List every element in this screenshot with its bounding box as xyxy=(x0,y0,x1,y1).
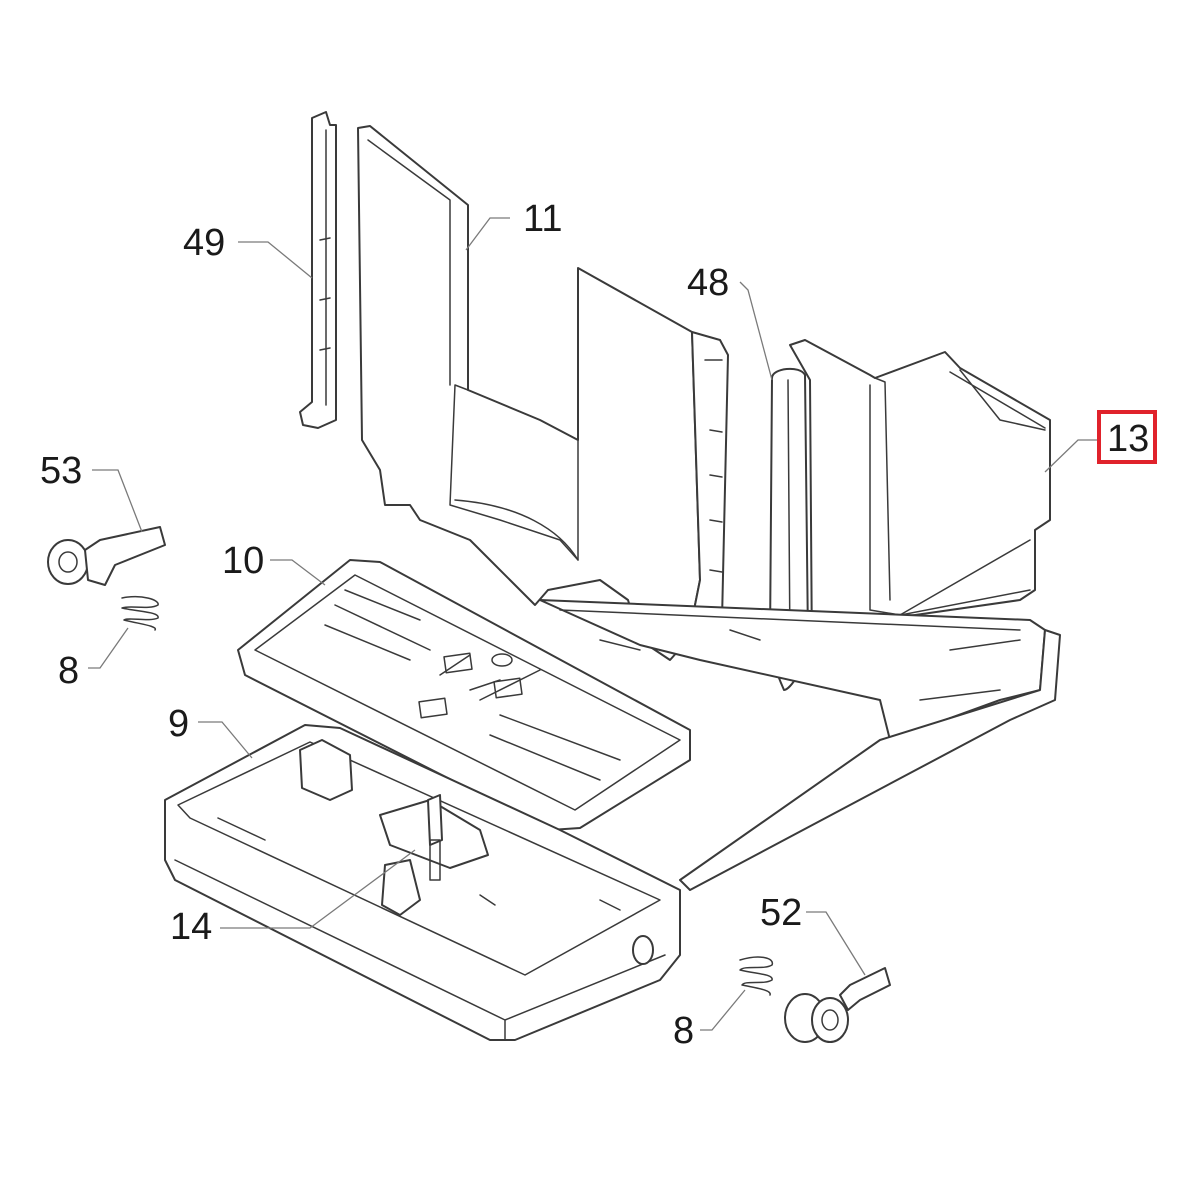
part-9-drip-tray xyxy=(164,724,681,1041)
part-52-caster xyxy=(784,967,891,1043)
part-11-back-panel xyxy=(357,125,729,661)
callout-48: 48 xyxy=(687,262,730,304)
callout-52: 52 xyxy=(760,892,803,934)
part-14-pin xyxy=(429,839,441,881)
callout-14: 14 xyxy=(170,906,213,948)
leader-13 xyxy=(1044,439,1097,473)
part-8-spring-left xyxy=(121,595,159,631)
callout-13: 13 xyxy=(1107,418,1150,460)
callout-49: 49 xyxy=(183,222,226,264)
leader-8a xyxy=(88,627,129,669)
callout-11: 11 xyxy=(523,198,563,240)
leader-49 xyxy=(238,241,313,279)
callout-53: 53 xyxy=(40,450,83,492)
part-10-drip-grid xyxy=(237,559,691,831)
leader-9 xyxy=(198,721,253,759)
leader-8b xyxy=(700,989,746,1031)
callout-9: 9 xyxy=(168,703,190,745)
part-8-spring-right xyxy=(739,956,774,996)
leader-lines xyxy=(88,217,1097,1031)
leader-10 xyxy=(270,559,326,586)
callout-10: 10 xyxy=(222,540,265,582)
part-49-rail xyxy=(299,111,337,429)
leader-48 xyxy=(739,281,773,381)
leader-11 xyxy=(465,217,510,251)
callout-8-right: 8 xyxy=(673,1010,695,1052)
leader-52 xyxy=(806,911,866,976)
leader-14 xyxy=(220,849,416,929)
callout-8-left: 8 xyxy=(58,650,80,692)
base-frame xyxy=(539,599,1061,891)
leader-53 xyxy=(92,469,143,533)
part-53-caster xyxy=(47,526,166,586)
callout-13-highlight xyxy=(1097,410,1157,464)
